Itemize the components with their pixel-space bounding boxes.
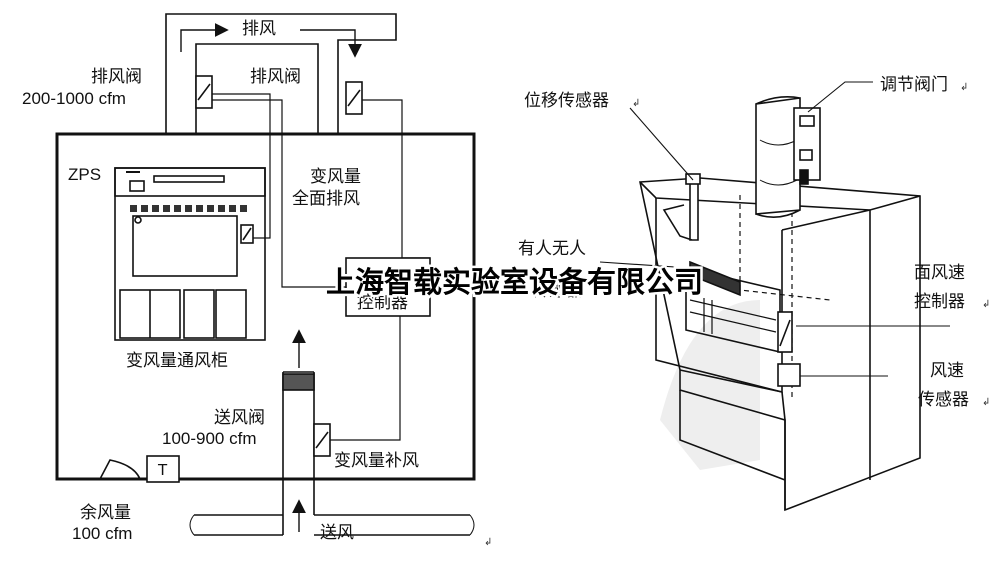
hood-front-opening bbox=[655, 198, 783, 394]
label-adjust-damper: 调节阀门 bbox=[880, 75, 948, 95]
svg-text:↲: ↲ bbox=[982, 397, 990, 408]
control-wire-a bbox=[212, 93, 271, 239]
svg-text:↲: ↲ bbox=[484, 537, 492, 548]
fume-hood-indicator-row bbox=[130, 205, 247, 212]
background-shadow bbox=[660, 300, 760, 470]
control-wire-d bbox=[322, 304, 430, 441]
label-fume-hood: 变风量通风柜 bbox=[126, 351, 228, 371]
exhaust-arrow-right bbox=[300, 29, 362, 58]
left-system-diagram bbox=[55, 13, 476, 536]
lower-cabinet-3 bbox=[215, 289, 247, 339]
label-occupancy-sensor-2: 传感器 bbox=[532, 281, 583, 301]
svg-text:↲: ↲ bbox=[632, 98, 640, 109]
door-swing bbox=[99, 459, 141, 480]
damper-actuator bbox=[793, 107, 821, 181]
label-variable-exhaust-2: 全面排风 bbox=[292, 189, 360, 209]
svg-text:上海智载实验室设备有限公司: 上海智载实验室设备有限公司 bbox=[326, 265, 703, 299]
label-zps: ZPS bbox=[68, 165, 101, 184]
controller-box bbox=[345, 257, 431, 317]
fume-hood-sash bbox=[132, 215, 238, 277]
displacement-sensor-device bbox=[662, 179, 699, 241]
label-thermostat: T bbox=[157, 461, 168, 479]
label-supply-valve-range: 100-900 cfm bbox=[162, 429, 257, 448]
control-wire-b bbox=[212, 99, 346, 288]
label-residual-air-value: 100 cfm bbox=[72, 524, 132, 543]
hood-control-box bbox=[240, 224, 254, 244]
control-wire-c bbox=[362, 99, 430, 259]
leader-occupancy-sensor bbox=[599, 261, 691, 269]
label-exhaust-valve-2: 排风阀 bbox=[250, 67, 301, 87]
fume-hood-body bbox=[114, 167, 266, 341]
room-outline bbox=[55, 132, 476, 481]
right-fume-hood-drawing bbox=[599, 81, 950, 512]
exhaust-stack bbox=[755, 96, 801, 218]
leader-displacement-sensor bbox=[629, 107, 694, 181]
label-displacement-sensor: 位移传感器 bbox=[524, 91, 609, 111]
label-variable-exhaust-1: 变风量 bbox=[310, 167, 361, 187]
watermark-text: 上海智载实验室设备有限公司 bbox=[326, 265, 703, 299]
svg-text:↲: ↲ bbox=[960, 82, 968, 93]
label-airflow-sensor-2: 传感器 bbox=[918, 390, 969, 410]
svg-text:↲: ↲ bbox=[982, 299, 990, 310]
hood-airfoil bbox=[689, 260, 741, 297]
label-face-velocity-1: 面风速 bbox=[914, 263, 965, 283]
label-airflow-sensor-1: 风速 bbox=[930, 361, 964, 381]
label-residual-air: 余风量 bbox=[80, 503, 131, 523]
label-variable-makeup: 变风量补风 bbox=[334, 451, 419, 471]
fume-hood-top-panel bbox=[114, 167, 266, 197]
label-face-velocity-2: 控制器 bbox=[914, 292, 965, 312]
label-controller: 控制器 bbox=[357, 293, 408, 313]
label-supply-air: 送风 bbox=[320, 523, 354, 543]
exhaust-arrow-up bbox=[180, 23, 229, 52]
label-occupancy-sensor-1: 有人无人 bbox=[518, 239, 586, 259]
supply-duct-horizontal bbox=[194, 514, 470, 536]
airflow-sensor-device bbox=[777, 363, 801, 387]
thermostat-box bbox=[146, 455, 180, 483]
leader-adjust-damper bbox=[807, 81, 873, 113]
label-supply-valve: 送风阀 bbox=[214, 408, 265, 428]
label-exhaust: 排风 bbox=[242, 19, 276, 39]
label-exhaust-valve-1: 排风阀 bbox=[91, 67, 142, 87]
supply-duct-filter bbox=[282, 373, 315, 391]
lower-cabinet-2 bbox=[183, 289, 215, 339]
label-exhaust-valve-1-range: 200-1000 cfm bbox=[22, 89, 126, 108]
